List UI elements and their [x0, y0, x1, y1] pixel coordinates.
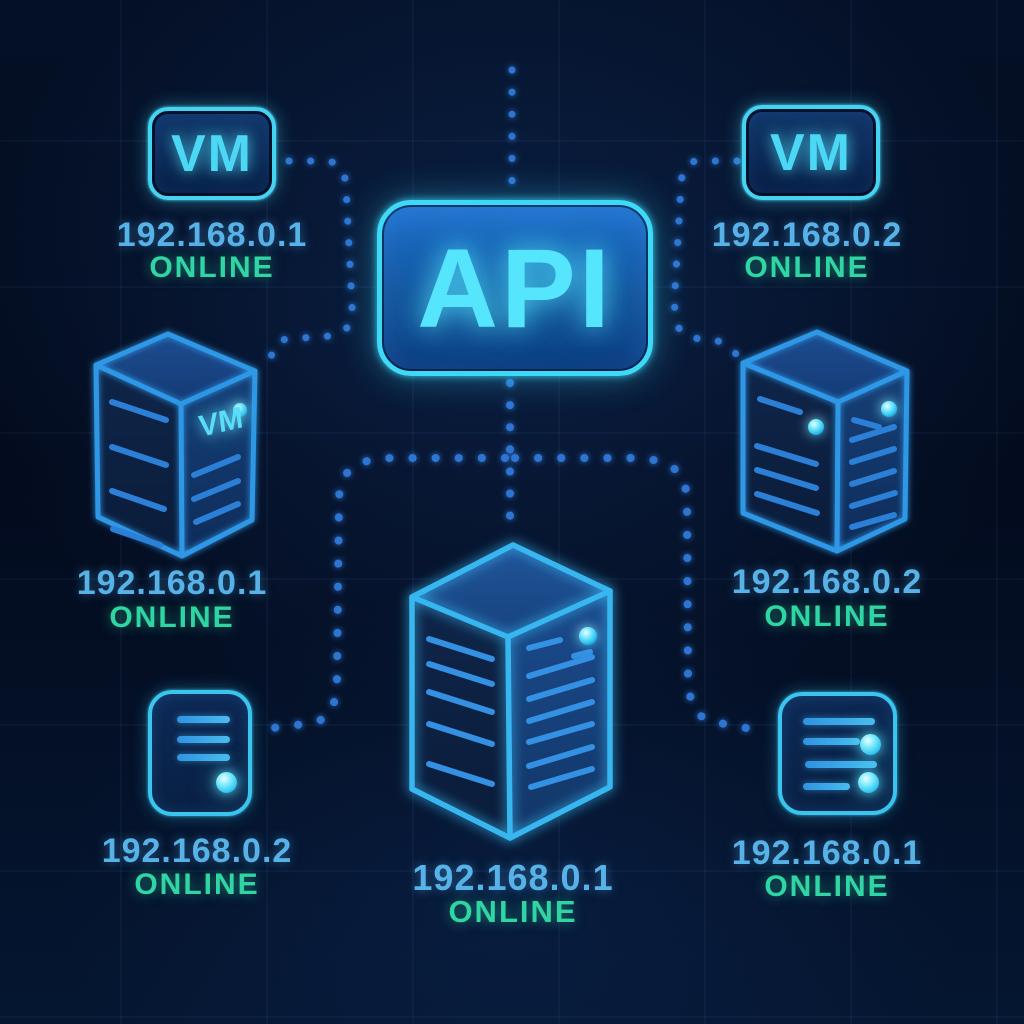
vm-badge-label: VM: [171, 124, 253, 183]
status-badge: ONLINE: [764, 600, 890, 633]
connector-branch-right: [511, 454, 761, 734]
card-line: [803, 738, 860, 745]
status-led-icon: [579, 627, 597, 645]
card-line: [177, 736, 230, 743]
status-badge: ONLINE: [764, 870, 890, 903]
ip-address-label: 192.168.0.1: [76, 564, 268, 602]
vm-badge-top-left: VM: [148, 107, 276, 200]
status-badge: ONLINE: [134, 868, 260, 901]
ip-address-label: 192.168.0.2: [101, 832, 293, 870]
ip-address-label: 192.168.0.1: [116, 216, 308, 254]
ip-address-label: 192.168.0.2: [731, 563, 923, 601]
status-led-icon: [233, 403, 247, 417]
ip-address-label: 192.168.0.1: [412, 857, 614, 898]
connector-vm-left: [267, 157, 356, 368]
api-label: API: [417, 225, 613, 351]
api-node: API: [377, 200, 653, 376]
server-tower-right-icon: [740, 329, 910, 554]
status-led-icon: [216, 772, 237, 793]
card-line: [803, 718, 875, 725]
status-badge: ONLINE: [109, 601, 235, 634]
status-led-icon: [881, 401, 897, 417]
card-line: [805, 761, 877, 768]
connector-branch-left: [261, 454, 509, 733]
card-line: [177, 716, 230, 723]
card-line: [177, 754, 230, 761]
ip-address-label: 192.168.0.1: [731, 834, 923, 872]
ip-address-label: 192.168.0.2: [711, 216, 903, 254]
status-badge: ONLINE: [744, 251, 870, 284]
vm-badge-top-right: VM: [742, 105, 880, 200]
server-tower-center-icon: [409, 542, 613, 841]
vm-badge-label: VM: [770, 123, 852, 182]
status-led-icon: [808, 419, 824, 435]
status-led-icon: [860, 734, 881, 755]
status-badge: ONLINE: [448, 894, 578, 929]
server-tower-left-icon: [93, 331, 258, 559]
server-card-bottom-left-icon: [148, 690, 252, 816]
status-led-icon: [858, 772, 879, 793]
server-card-bottom-right-icon: [778, 692, 897, 815]
card-line: [803, 783, 850, 790]
status-badge: ONLINE: [149, 251, 275, 284]
